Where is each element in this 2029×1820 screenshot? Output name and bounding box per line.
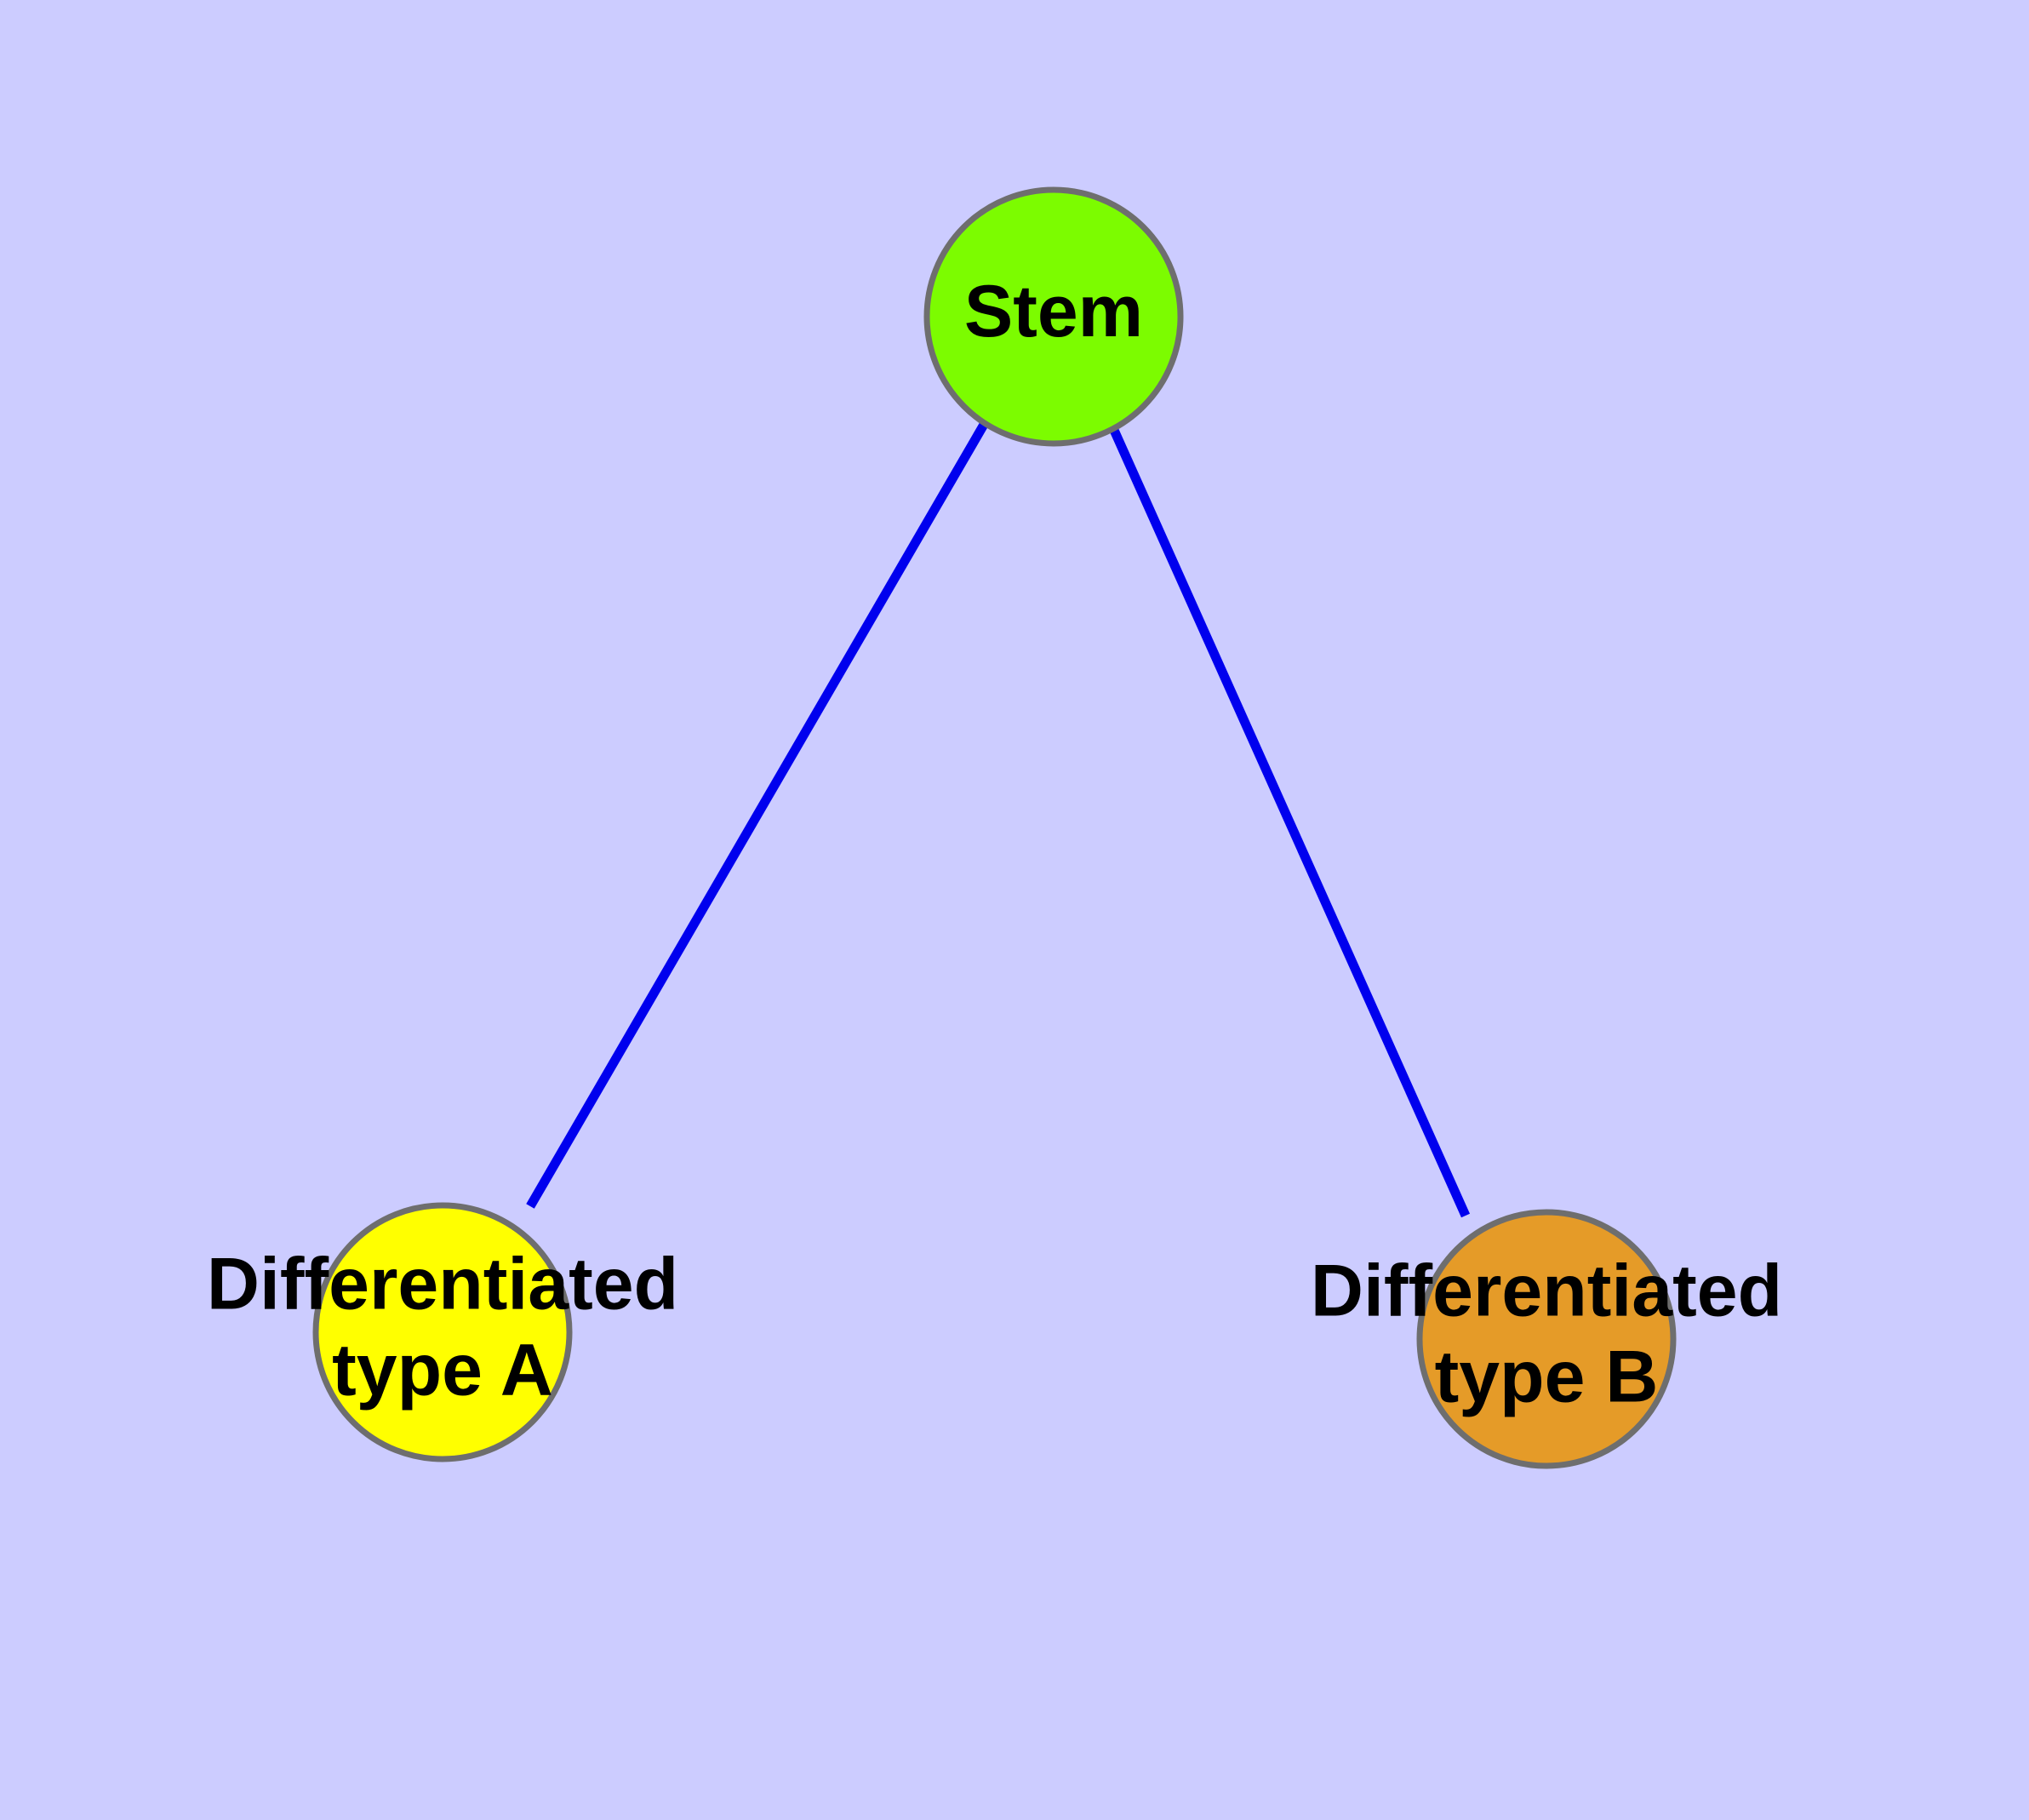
- node-circle-differentiated-type-b[interactable]: [1416, 1209, 1677, 1469]
- node-differentiated-type-b[interactable]: [1416, 1209, 1677, 1469]
- node-circle-stem[interactable]: [923, 186, 1184, 447]
- edge-stem-to-differentiated-b[interactable]: [1108, 426, 1471, 1218]
- edge-layer: [526, 421, 1471, 1218]
- node-layer: [312, 186, 1677, 1469]
- edge-stem-to-differentiated-a[interactable]: [526, 421, 989, 1209]
- node-stem[interactable]: [923, 186, 1184, 447]
- node-circle-differentiated-type-a[interactable]: [312, 1202, 573, 1462]
- node-label-stem: Stem: [964, 271, 1143, 352]
- node-differentiated-type-a[interactable]: [312, 1202, 573, 1462]
